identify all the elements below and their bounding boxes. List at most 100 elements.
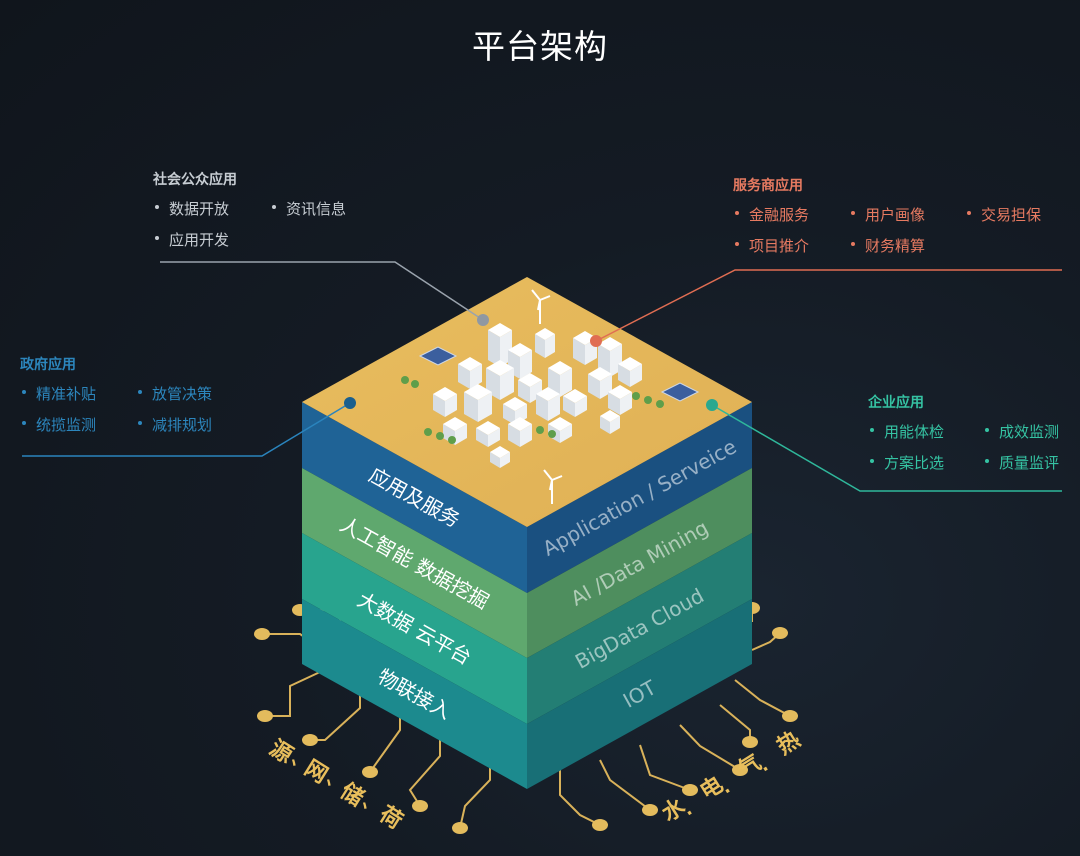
list-item: 方案比选 xyxy=(868,452,983,473)
list-item: 成效监测 xyxy=(983,421,1073,442)
circuit-node xyxy=(452,822,468,834)
tree-icon xyxy=(656,400,664,408)
cube-side-faces xyxy=(527,402,752,789)
building xyxy=(618,357,642,387)
panel-title: 政府应用 xyxy=(20,357,76,373)
circuit-line xyxy=(719,704,751,742)
building xyxy=(508,417,532,447)
circuit-line xyxy=(408,735,441,807)
building xyxy=(458,357,482,389)
tree-icon xyxy=(424,428,432,436)
tree-icon xyxy=(536,426,544,434)
circuit-node xyxy=(302,734,318,746)
building xyxy=(476,421,500,447)
circuit-line xyxy=(265,671,321,717)
cube-front-faces xyxy=(302,402,527,789)
building xyxy=(600,410,620,434)
list-item: 金融服务 xyxy=(733,204,849,225)
building xyxy=(535,328,555,358)
solar-panel-icon xyxy=(418,346,458,366)
page-title: 平台架构 xyxy=(472,27,608,66)
connector-gov xyxy=(22,397,356,457)
list-item: 交易担保 xyxy=(965,204,1065,225)
circuit-node xyxy=(742,736,758,748)
circuit-line xyxy=(459,760,491,829)
panel-enterprise-application: 企业应用 用能体检 成效监测 方案比选 质量监评 xyxy=(868,392,1073,473)
building xyxy=(536,387,560,421)
circuit-node xyxy=(254,628,270,640)
panel-title: 企业应用 xyxy=(868,395,924,411)
panel-public-application: 社会公众应用 数据开放 资讯信息 应用开发 xyxy=(153,169,380,250)
building xyxy=(464,384,492,422)
circuit-line xyxy=(599,759,651,811)
tree-icon xyxy=(632,392,640,400)
building xyxy=(548,361,572,397)
circuit-node xyxy=(642,804,658,816)
list-item: 质量监评 xyxy=(983,452,1073,473)
circuit-line xyxy=(369,712,401,773)
circuit-node xyxy=(682,784,698,796)
list-item: 精准补贴 xyxy=(20,383,136,404)
wind-turbine-icon xyxy=(543,469,563,504)
city-illustration xyxy=(401,289,700,504)
circuit-line xyxy=(559,770,601,826)
circuit-node xyxy=(412,800,428,812)
wind-turbine-icon xyxy=(531,289,551,324)
list-item: 应用开发 xyxy=(153,229,270,250)
panel-government-application: 政府应用 精准补贴 放管决策 统揽监测 减排规划 xyxy=(20,354,236,435)
cube-layer-side-1 xyxy=(527,468,752,658)
tree-icon xyxy=(411,380,419,388)
cube-layer-side-2 xyxy=(527,533,752,724)
panel-title: 服务商应用 xyxy=(733,178,803,194)
cube-layer-front-3 xyxy=(302,599,527,789)
panel-provider-application: 服务商应用 金融服务 用户画像 交易担保 项目推介 财务精算 xyxy=(733,175,1065,256)
circuit-nodes xyxy=(254,602,798,834)
list-item: 数据开放 xyxy=(153,198,270,219)
solar-panel-icon xyxy=(660,382,700,402)
circuit-line xyxy=(679,724,741,771)
circuit-line xyxy=(639,744,691,791)
building xyxy=(433,387,457,417)
building xyxy=(588,367,612,399)
building xyxy=(503,397,527,425)
circuit-node xyxy=(362,766,378,778)
list-item: 放管决策 xyxy=(136,383,236,404)
list-item: 统揽监测 xyxy=(20,414,136,435)
tree-icon xyxy=(436,432,444,440)
circuit-line xyxy=(734,679,791,717)
connector-ent xyxy=(706,399,1062,492)
list-item: 资讯信息 xyxy=(270,198,380,219)
tree-icon xyxy=(401,376,409,384)
cube-layer-side-0 xyxy=(527,402,752,593)
list-item: 用户画像 xyxy=(849,204,965,225)
list-item: 项目推介 xyxy=(733,235,849,256)
connector-public xyxy=(160,261,489,326)
circuit-line xyxy=(310,690,361,741)
circuit-node xyxy=(732,764,748,776)
sources-right-labels: 水·电·气·热 xyxy=(658,726,805,827)
cube-top-face xyxy=(302,277,752,527)
circuit-node xyxy=(772,627,788,639)
building xyxy=(490,446,510,468)
source-label-right: 热 xyxy=(772,726,804,760)
panel-title: 社会公众应用 xyxy=(153,172,237,188)
circuit-node xyxy=(257,710,273,722)
connector-provider xyxy=(590,269,1062,347)
circuit-node xyxy=(592,819,608,831)
building xyxy=(488,323,512,367)
tree-icon xyxy=(548,430,556,438)
cube-layer-side-3 xyxy=(527,599,752,789)
cube-layer-front-2 xyxy=(302,533,527,724)
circuit-node xyxy=(782,710,798,722)
tree-icon xyxy=(644,396,652,404)
list-item: 减排规划 xyxy=(136,414,236,435)
building xyxy=(608,385,632,415)
circuit-lines xyxy=(262,608,791,829)
cube-layer-front-1 xyxy=(302,468,527,658)
list-item: 用能体检 xyxy=(868,421,983,442)
cube-layer-front-0 xyxy=(302,402,527,593)
tree-icon xyxy=(448,436,456,444)
building xyxy=(563,389,587,417)
list-item: 财务精算 xyxy=(849,235,965,256)
